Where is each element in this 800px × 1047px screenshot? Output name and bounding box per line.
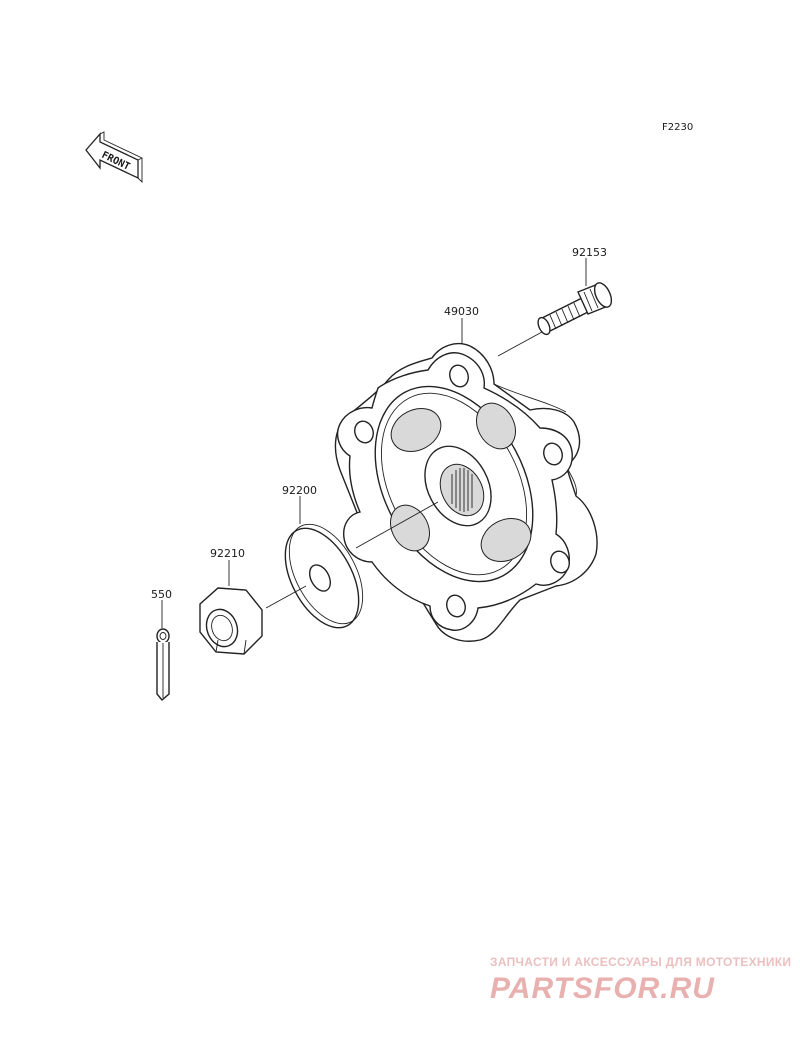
front-arrow-icon: FRONT: [85, 131, 143, 184]
label-hub: 49030: [444, 305, 479, 318]
nut-part: [199, 587, 263, 655]
label-washer: 92200: [282, 484, 317, 497]
stud-part: [537, 282, 613, 336]
label-nut: 92210: [210, 547, 245, 560]
cotter-pin-part: [156, 628, 170, 701]
hub-part: [334, 342, 598, 642]
label-stud: 92153: [572, 246, 607, 259]
watermark: ЗАПЧАСТИ И АКСЕССУАРЫ ДЛЯ МОТОТЕХНИКИ PA…: [490, 955, 791, 1005]
washer-part: [284, 523, 364, 629]
diagram-reference: F2230: [662, 122, 693, 133]
front-label: FRONT: [100, 150, 132, 173]
watermark-subtitle: ЗАПЧАСТИ И АКСЕССУАРЫ ДЛЯ МОТОТЕХНИКИ: [490, 955, 791, 969]
watermark-brand: PARTSFOR.RU: [490, 972, 715, 1005]
leader-lines: [161, 258, 587, 628]
label-cotter-pin: 550: [151, 588, 172, 601]
